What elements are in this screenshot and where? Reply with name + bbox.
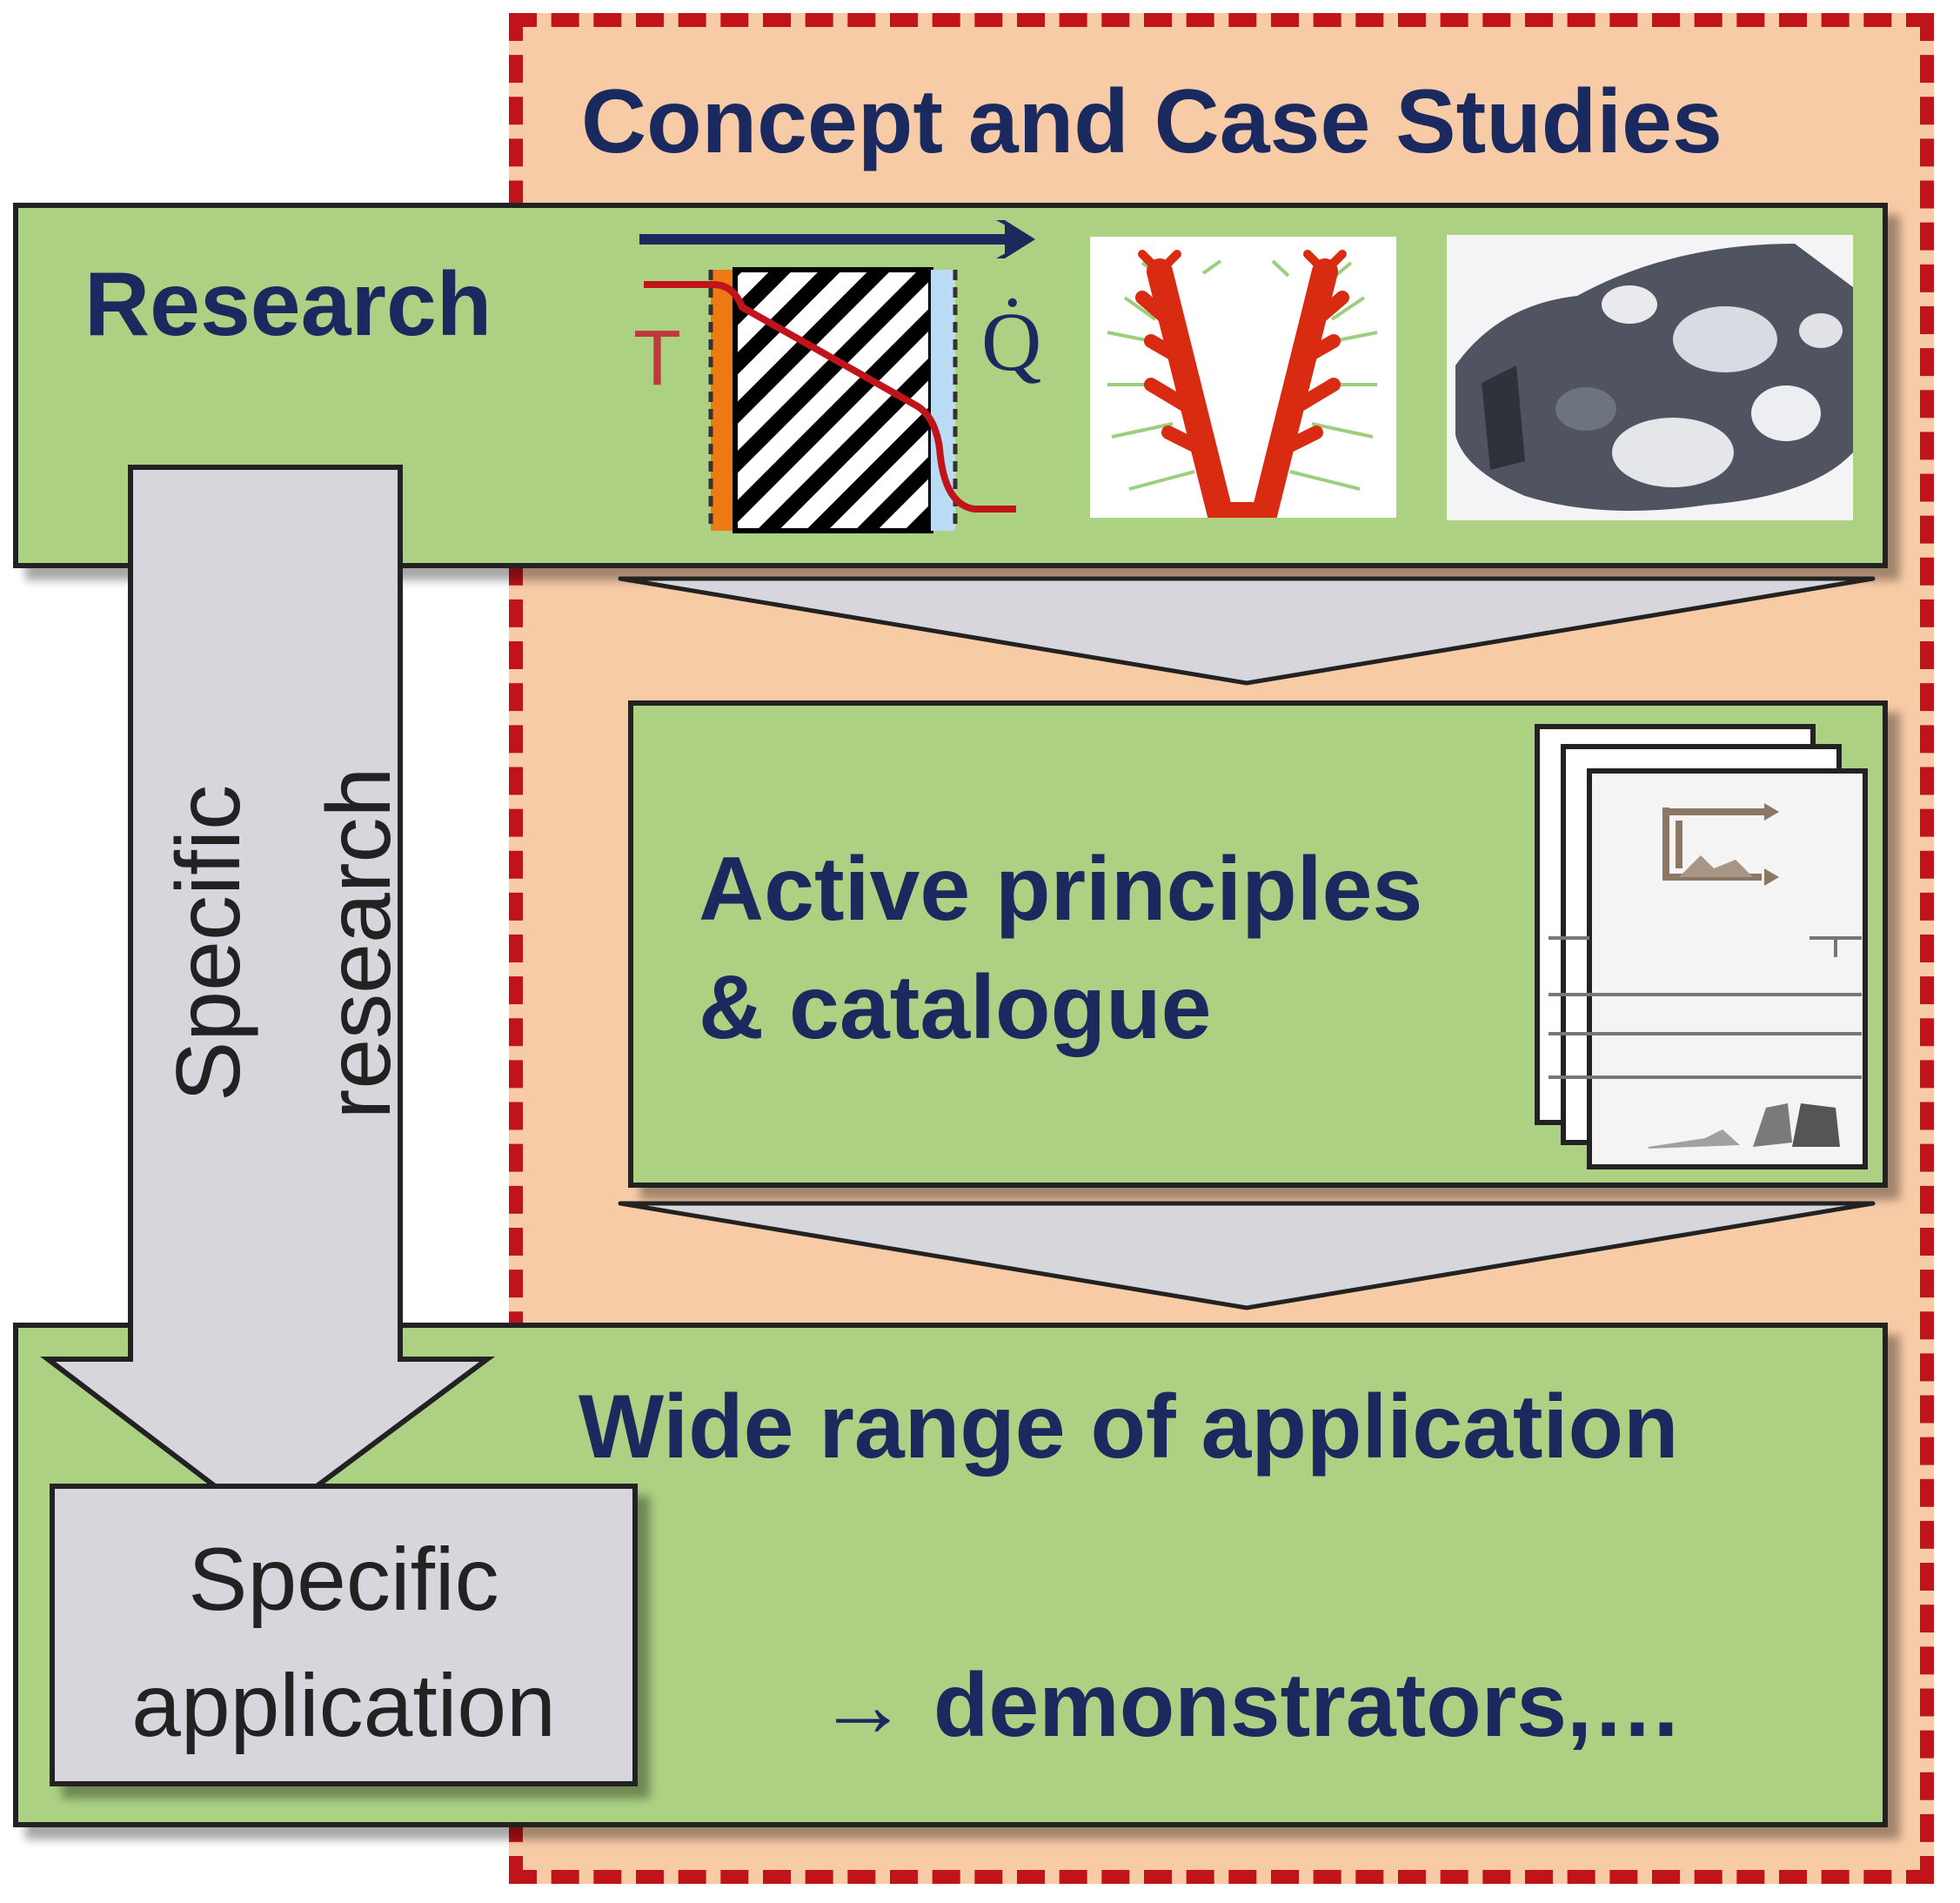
flow-arrow-2 xyxy=(618,1201,1876,1310)
catalogue-documents-icon xyxy=(1535,724,1868,1169)
specific-research-arrow xyxy=(40,465,496,1528)
heat-flux-schematic-icon xyxy=(639,220,1035,533)
flow-arrow-1 xyxy=(618,576,1876,686)
heat-flow-label: Q̇ xyxy=(981,295,1042,388)
application-title: Wide range of application xyxy=(579,1377,1679,1478)
catalogue-line1: Active principles xyxy=(699,839,1423,940)
specific-research-line2: research xyxy=(309,767,410,1120)
specific-application-line2: application xyxy=(131,1656,556,1755)
concept-title: Concept and Case Studies xyxy=(581,71,1723,172)
catalogue-line2: & catalogue xyxy=(699,957,1212,1058)
temperature-label: T xyxy=(633,315,681,402)
demonstrators-text: → demonstrators,… xyxy=(818,1655,1682,1756)
research-title: Research xyxy=(84,254,492,355)
specific-application-box xyxy=(50,1484,638,1786)
branching-channel-image xyxy=(1090,237,1396,518)
specific-application-line1: Specific xyxy=(188,1530,499,1629)
lattice-structure-image xyxy=(1447,235,1853,520)
specific-research-line1: Specific xyxy=(158,784,259,1102)
